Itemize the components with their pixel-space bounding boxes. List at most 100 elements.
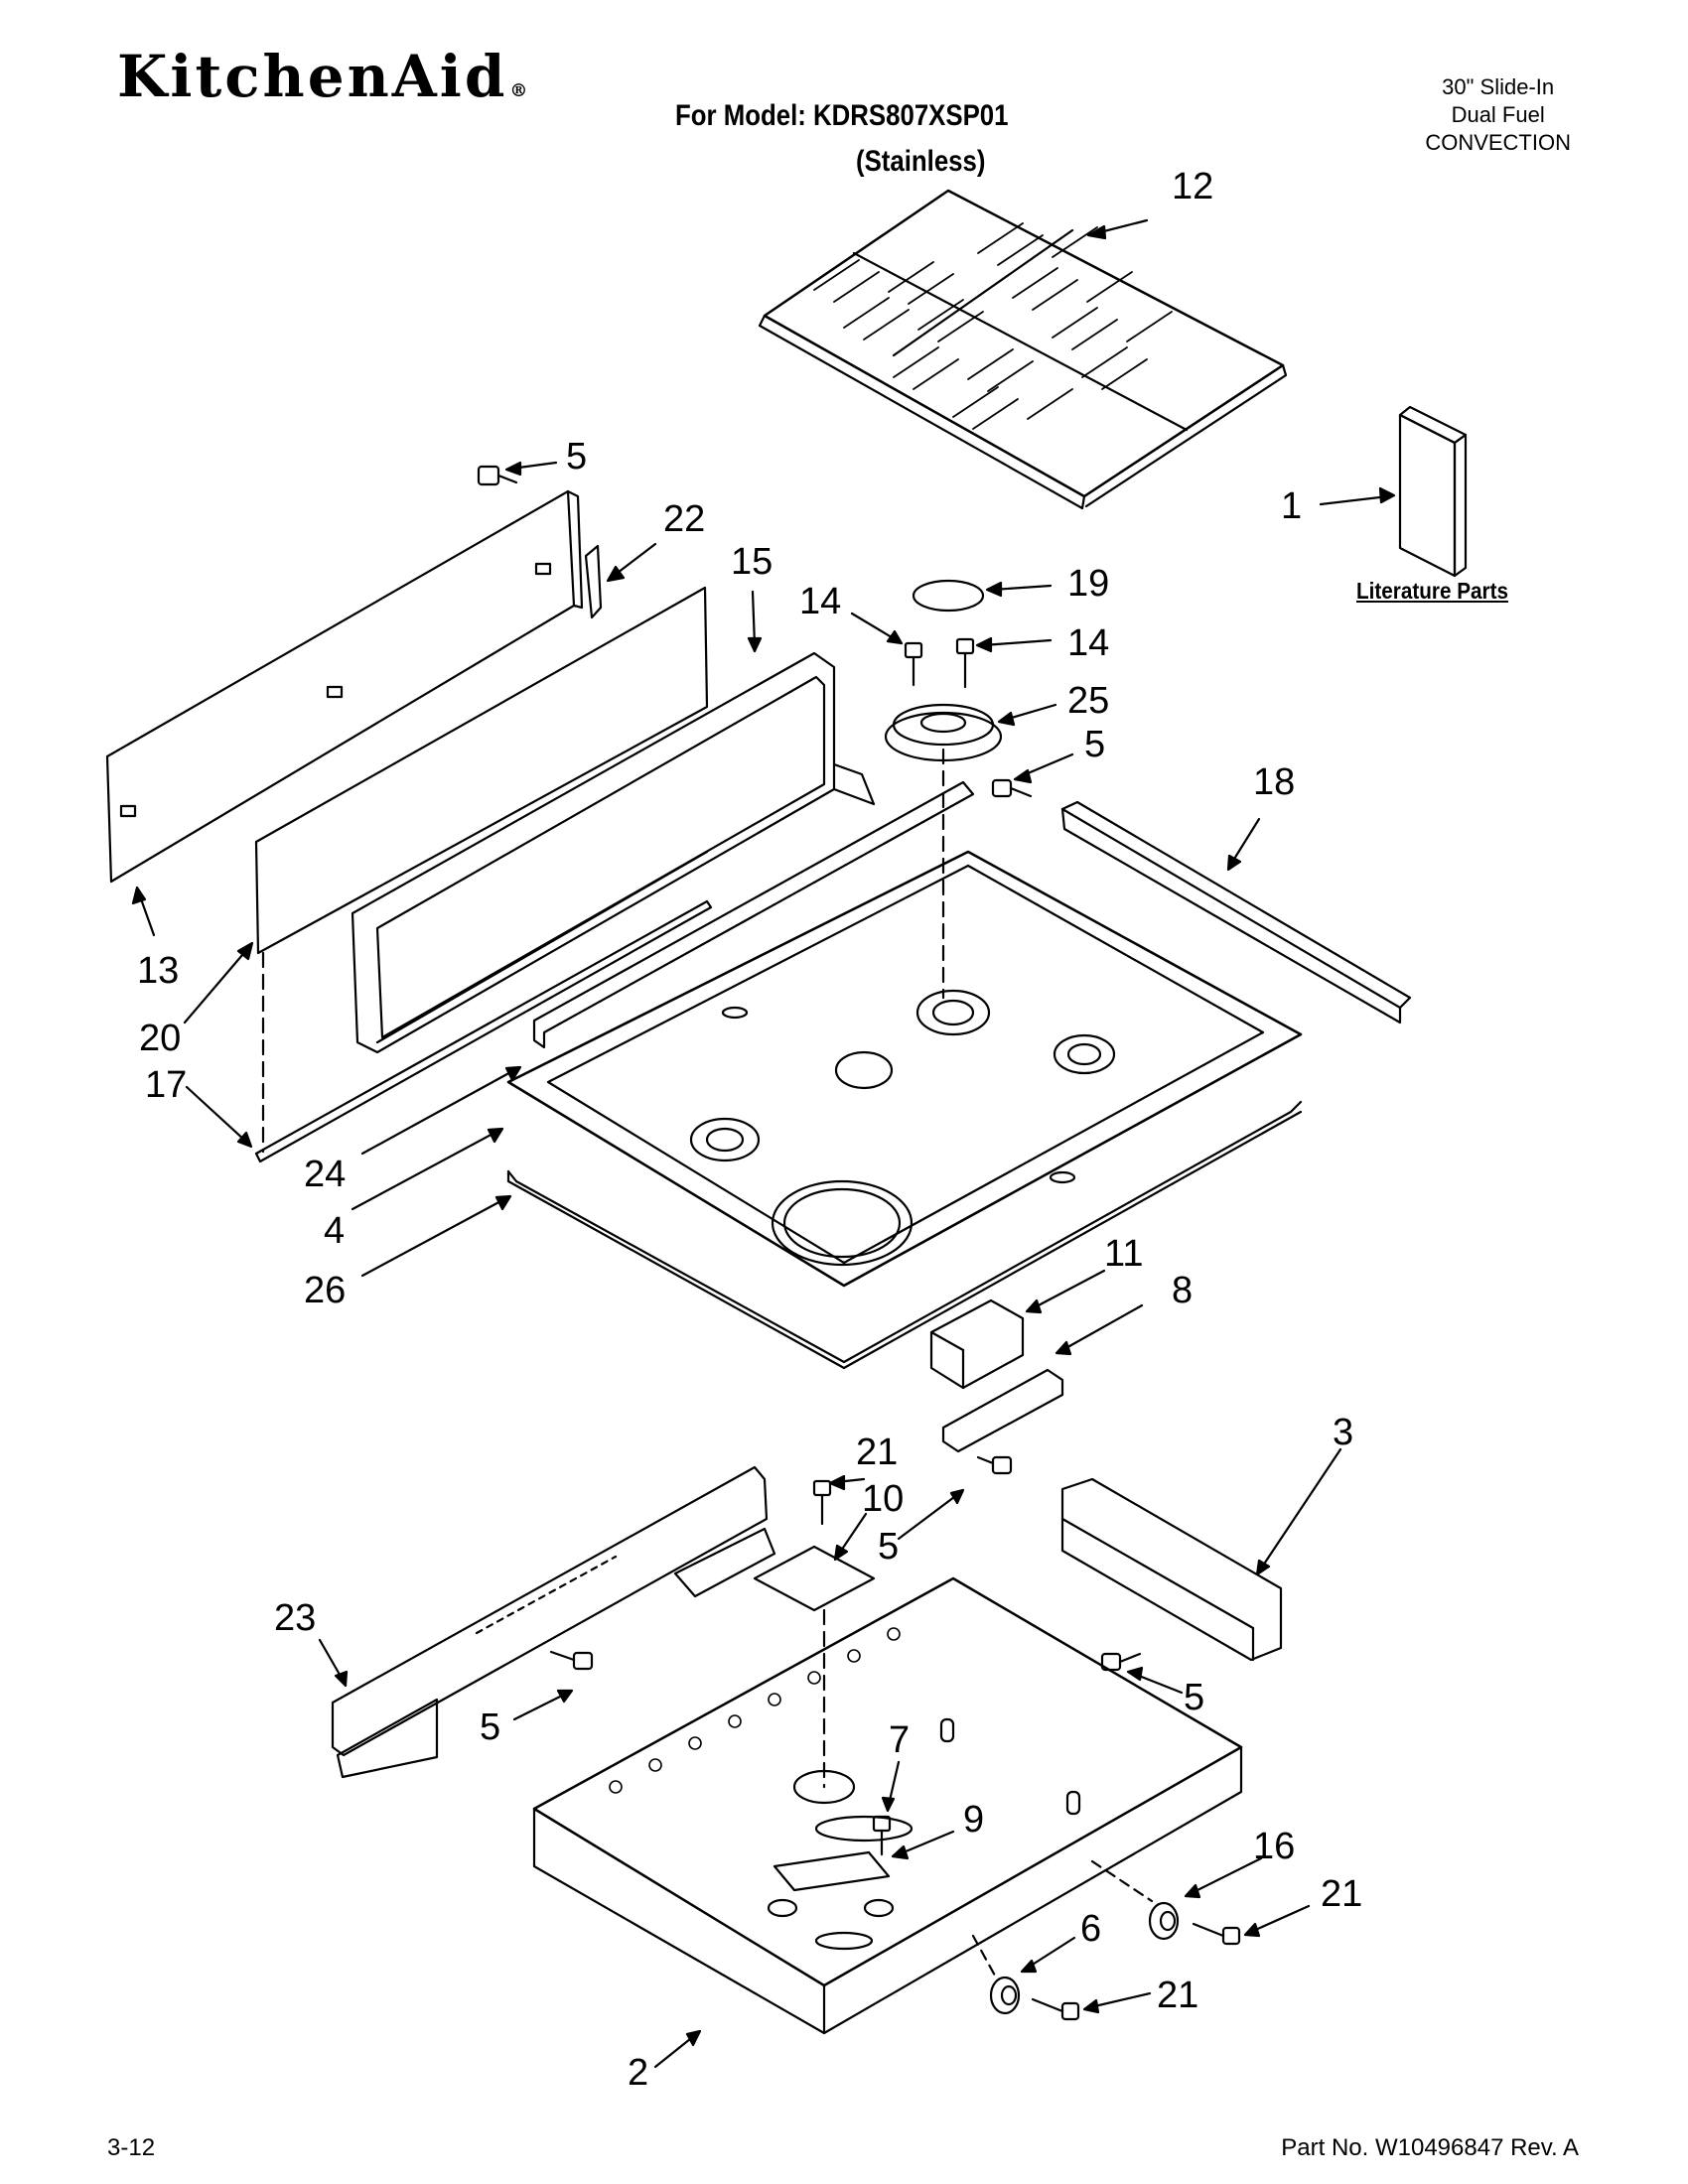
leader-3 — [1259, 1447, 1342, 1570]
callout-26: 26 — [304, 1270, 346, 1311]
leader-21-right — [1249, 1904, 1311, 1934]
leader-16 — [1190, 1856, 1263, 1895]
arrow-22 — [606, 565, 626, 583]
arrow-9 — [891, 1844, 910, 1860]
callout-21-bottom: 21 — [1157, 1975, 1198, 2016]
arrow-5-top — [504, 461, 522, 477]
arrow-20 — [236, 941, 254, 961]
arrow-15 — [747, 636, 763, 653]
arrow-14-right — [975, 636, 993, 653]
callout-5-top: 5 — [566, 436, 587, 478]
spark-module — [929, 1298, 1025, 1390]
leader-6 — [1026, 1936, 1076, 1970]
chassis-base — [532, 1576, 1243, 2035]
product-line-1: 30" Slide-In — [1442, 74, 1555, 99]
callout-22: 22 — [663, 498, 705, 540]
callout-21-right: 21 — [1321, 1873, 1362, 1915]
arrow-21-bottom — [1082, 1998, 1100, 2014]
callout-24: 24 — [304, 1154, 346, 1195]
callout-1: 1 — [1281, 485, 1302, 527]
screw-5-left — [549, 1650, 594, 1671]
callout-13: 13 — [137, 950, 179, 992]
callout-3: 3 — [1333, 1412, 1353, 1453]
arrow-7 — [881, 1796, 896, 1813]
arrow-18 — [1226, 854, 1242, 872]
callout-6: 6 — [1080, 1908, 1101, 1950]
leader-24 — [360, 1068, 516, 1156]
burner-screws — [904, 637, 975, 689]
registered-mark: ® — [509, 80, 531, 101]
screw-21-top — [812, 1479, 832, 1526]
callout-7: 7 — [889, 1719, 910, 1761]
callout-25: 25 — [1067, 680, 1109, 722]
screw-21-right — [1192, 1922, 1241, 1946]
arrow-4 — [487, 1127, 504, 1144]
arrow-21-top — [828, 1474, 846, 1491]
rear-panel — [105, 489, 584, 884]
screw-7 — [872, 1815, 892, 1856]
leader-15 — [751, 590, 757, 647]
arrow-1 — [1378, 486, 1396, 504]
screw-21-bottom — [1031, 1997, 1080, 2021]
arrow-13 — [131, 886, 147, 905]
brand-logo: KitchenAid® — [117, 48, 530, 105]
dash-line-16 — [1090, 1859, 1154, 1903]
arrow-16 — [1184, 1883, 1201, 1899]
callout-21-top: 21 — [856, 1432, 898, 1473]
product-description: 30" Slide-In Dual Fuel CONVECTION — [1425, 73, 1571, 157]
screw-5-right — [1100, 1652, 1142, 1672]
callout-10: 10 — [862, 1478, 904, 1520]
cooktop — [506, 850, 1303, 1288]
arrow-11 — [1025, 1298, 1043, 1314]
callout-14-left: 14 — [799, 581, 841, 622]
leader-25 — [1003, 703, 1057, 722]
callout-14-right: 14 — [1067, 622, 1109, 664]
arrow-12 — [1086, 224, 1107, 240]
arrow-23 — [334, 1670, 349, 1688]
side-bracket-right — [1060, 1477, 1283, 1662]
arrow-21-right — [1243, 1922, 1261, 1938]
callout-23: 23 — [274, 1597, 316, 1639]
front-bracket — [532, 780, 975, 1049]
leader-2 — [653, 2033, 697, 2069]
leader-11 — [1031, 1269, 1106, 1310]
arrow-19 — [985, 581, 1003, 598]
callout-8: 8 — [1172, 1270, 1193, 1311]
leader-10 — [837, 1512, 868, 1556]
glass-panel — [254, 586, 709, 955]
leader-14-right — [981, 638, 1053, 647]
leader-8 — [1060, 1303, 1144, 1352]
gasket — [506, 1100, 1303, 1370]
callout-4: 4 — [324, 1210, 345, 1252]
trim-strip — [254, 899, 713, 1163]
clip — [584, 544, 603, 619]
product-line-2: Dual Fuel — [1451, 102, 1545, 127]
leveling-leg-6 — [989, 1976, 1021, 2015]
side-trim — [1060, 800, 1412, 1010]
leader-1 — [1319, 494, 1390, 506]
callout-12: 12 — [1172, 166, 1213, 207]
arrow-5-right — [1126, 1666, 1144, 1682]
literature-booklet — [1398, 405, 1468, 578]
leader-18 — [1229, 817, 1261, 866]
callout-18: 18 — [1253, 761, 1295, 803]
callout-16: 16 — [1253, 1826, 1295, 1867]
heat-shield — [753, 1545, 876, 1612]
leader-4 — [351, 1130, 498, 1211]
callout-19: 19 — [1067, 563, 1109, 605]
screw-5-cooktop — [991, 778, 1033, 798]
arrow-10 — [833, 1544, 849, 1562]
callout-20: 20 — [139, 1018, 181, 1059]
module-bracket — [941, 1368, 1064, 1453]
callout-15: 15 — [731, 541, 773, 583]
screw-5-top — [477, 465, 518, 486]
dash-line-6 — [971, 1934, 997, 1978]
callout-5-bracket: 5 — [878, 1526, 899, 1568]
burner-grates — [758, 189, 1288, 510]
literature-parts-label: Literature Parts — [1356, 578, 1509, 604]
arrow-2 — [685, 2029, 702, 2047]
valve-bracket — [773, 1850, 891, 1892]
page-number: 3-12 — [107, 2134, 156, 2161]
arrow-5-left — [556, 1689, 574, 1704]
